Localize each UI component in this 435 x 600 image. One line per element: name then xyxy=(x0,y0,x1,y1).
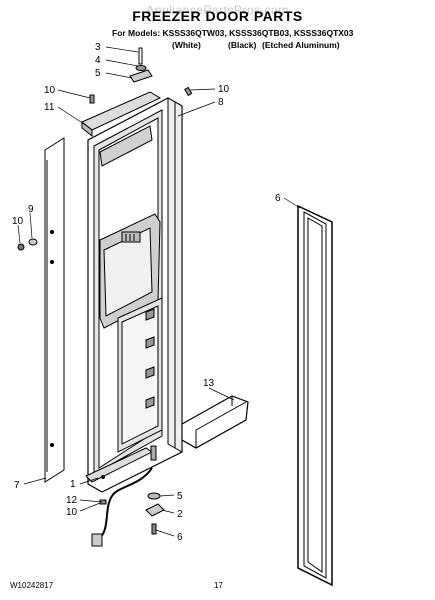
callout-11: 11 xyxy=(44,102,55,113)
callout-13: 13 xyxy=(203,378,215,389)
color-aluminum-label: (Etched Aluminum) xyxy=(262,40,340,50)
callout-6-bottom: 6 xyxy=(177,532,183,543)
hinge-pin xyxy=(138,47,143,65)
screw-top-right xyxy=(184,86,193,97)
callout-5-bottom: 5 xyxy=(177,491,183,502)
bottom-bushing xyxy=(145,503,165,517)
callout-10-bottom: 10 xyxy=(66,507,78,518)
callout-2: 2 xyxy=(177,509,183,520)
watermark-text: AppliancePartsPros.com xyxy=(146,3,289,17)
hinge-washer xyxy=(135,65,147,71)
callout-9: 9 xyxy=(28,204,34,215)
color-white-label: (White) xyxy=(172,40,201,50)
callout-4: 4 xyxy=(95,55,101,66)
callout-10-top-right: 10 xyxy=(218,84,230,95)
page-title: FREEZER DOOR PARTS xyxy=(132,8,303,24)
doc-number: W10242817 xyxy=(10,581,54,590)
door-gasket xyxy=(297,204,333,587)
hinge-pin-bottom xyxy=(150,445,157,461)
side-strip xyxy=(44,137,65,483)
callout-5-top: 5 xyxy=(95,68,101,79)
color-black-label: (Black) xyxy=(228,40,257,50)
bottom-washer xyxy=(147,492,161,500)
screw-top-left xyxy=(89,94,95,104)
callout-12: 12 xyxy=(66,495,78,506)
bottom-screw xyxy=(151,523,157,535)
door-bin xyxy=(181,395,249,449)
callout-7: 7 xyxy=(14,480,20,491)
hinge-bushing xyxy=(129,69,153,83)
callout-3: 3 xyxy=(95,42,101,53)
callout-6-gasket: 6 xyxy=(275,193,281,204)
callout-8: 8 xyxy=(218,97,224,108)
tube-fitting xyxy=(91,533,103,547)
screw-left xyxy=(17,238,38,251)
callout-10-top-left: 10 xyxy=(44,85,56,96)
callout-1: 1 xyxy=(70,479,76,490)
model-list: For Models: KSSS36QTW03, KSSS36QTB03, KS… xyxy=(112,28,354,38)
callout-10-left: 10 xyxy=(12,216,24,227)
page-number: 17 xyxy=(214,581,223,590)
water-tube xyxy=(99,467,153,539)
